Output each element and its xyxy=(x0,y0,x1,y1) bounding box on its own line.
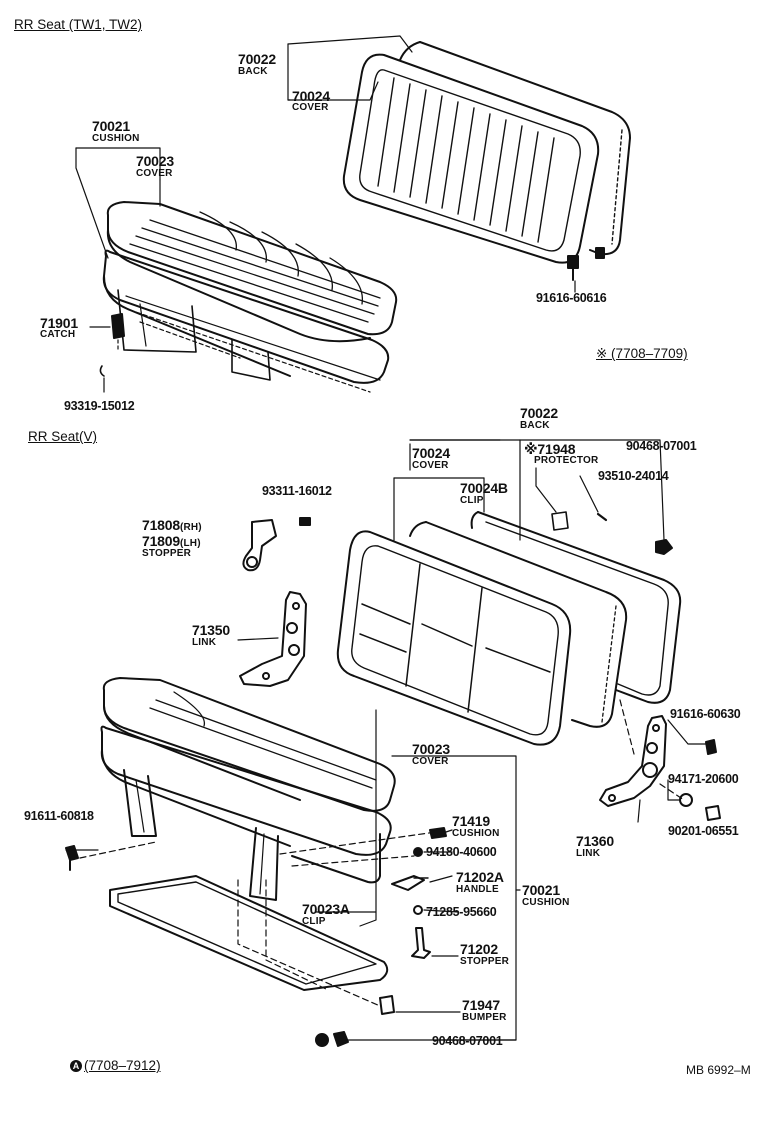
label-link-left-number: 71350 xyxy=(192,622,230,638)
section-title-tw: RR Seat (TW1, TW2) xyxy=(14,17,143,32)
label-nut-90201: 90201-06551 xyxy=(668,824,739,838)
screw-93311-part xyxy=(299,517,311,526)
label-catch-number: 71901 xyxy=(40,315,78,331)
label-cushion-name-v: CUSHION xyxy=(522,897,570,908)
nut-90468-bottom-part xyxy=(315,1031,349,1047)
label-nut-94180: 94180-40600 xyxy=(426,845,497,859)
label-catch-name: CATCH xyxy=(40,329,76,340)
label-clip-b-name: CLIP xyxy=(460,495,484,506)
label-clip-b-number: 70024B xyxy=(460,480,508,496)
label-protector-number: ※71948 xyxy=(524,441,576,457)
label-back-name-tw: BACK xyxy=(238,66,268,77)
cushion-pleats-tw xyxy=(129,219,381,323)
label-cushion-cover-name-tw: COVER xyxy=(136,168,173,179)
label-protector-name: PROTECTOR xyxy=(534,455,599,466)
label-cushion-cover-name-v: COVER xyxy=(412,756,449,767)
label-clip-a-number: 70023A xyxy=(302,901,350,917)
rear-seat-back-frame xyxy=(399,41,631,256)
v-back-clip-frame xyxy=(470,511,682,704)
washer-94171-part xyxy=(679,793,693,807)
label-bolt-91616-60630: 91616-60630 xyxy=(670,707,741,721)
label-nut-90468-bottom: 90468-07001 xyxy=(432,1034,503,1048)
label-bolt-91616-60616: 91616-60616 xyxy=(536,291,607,305)
label-link-right-name: LINK xyxy=(576,848,601,859)
section-title-v: RR Seat(V) xyxy=(28,429,98,444)
catch-71901-part xyxy=(99,313,125,377)
label-stopper-name-v: STOPPER xyxy=(460,956,510,967)
back-cover-pleats xyxy=(377,77,555,243)
label-screw-93319: 93319-15012 xyxy=(64,399,135,413)
label-back-cover-number-v: 70024 xyxy=(412,445,450,461)
rear-seat-cushion-tw xyxy=(102,201,398,393)
assembly-lines xyxy=(79,699,685,1007)
label-back-cover-number-tw: 70024 xyxy=(292,88,330,104)
link-71350-part xyxy=(239,591,307,687)
label-back-number-tw: 70022 xyxy=(238,51,276,67)
nut-90201-part xyxy=(705,805,721,821)
circle-a-mark: A xyxy=(70,1060,82,1073)
link-71360-part xyxy=(599,715,667,807)
v-seat-cushion xyxy=(100,677,396,901)
bolt-91616-60630-part xyxy=(705,739,717,755)
label-nut-90468-top: 90468-07001 xyxy=(626,439,697,453)
label-cushion-number-tw: 70021 xyxy=(92,118,130,134)
label-screw-93510: 93510-24014 xyxy=(598,469,669,483)
label-back-cover-name-tw: COVER xyxy=(292,102,329,113)
label-bumper-number: 71947 xyxy=(462,997,500,1013)
label-back-number-v: 70022 xyxy=(520,405,558,421)
label-cushion-pad-name: CUSHION xyxy=(452,828,500,839)
label-drawing-reference: MB 6992–M xyxy=(686,1063,751,1077)
label-cushion-number-v: 70021 xyxy=(522,882,560,898)
label-cushion-name-tw: CUSHION xyxy=(92,133,140,144)
label-handle-name: HANDLE xyxy=(456,884,499,895)
stopper-71808-part xyxy=(242,519,277,572)
label-cushion-cover-number-v: 70023 xyxy=(412,741,450,757)
label-stopper-rh: 71808(RH) xyxy=(142,517,202,533)
label-link-right-number: 71360 xyxy=(576,833,614,849)
bumper-71947-part xyxy=(379,995,395,1015)
label-screw-93311: 93311-16012 xyxy=(262,484,332,498)
nut-90468-top-part xyxy=(655,539,673,555)
stopper-71202-part xyxy=(411,927,431,959)
label-back-cover-name-v: COVER xyxy=(412,460,449,471)
v-seat-back-frame xyxy=(409,521,628,728)
v-seat-back-cover xyxy=(336,530,572,746)
spring-71285-part xyxy=(413,905,423,915)
label-clip-a-name: CLIP xyxy=(302,916,326,927)
label-code-note-footer: A(7708–7912) xyxy=(70,1059,161,1073)
label-bolt-91611: 91611-60818 xyxy=(24,809,94,823)
label-handle-number: 71202A xyxy=(456,869,504,885)
label-cushion-cover-number-tw: 70023 xyxy=(136,153,174,169)
label-stopper-number-v: 71202 xyxy=(460,941,498,957)
label-stopper-name: STOPPER xyxy=(142,548,192,559)
label-stopper-lh: 71809(LH) xyxy=(142,533,201,549)
label-code-note-tw: ※ (7708–7709) xyxy=(596,346,688,361)
nut-94180-part xyxy=(413,847,423,857)
bolt-91616-60616-part xyxy=(567,247,605,281)
handle-71202A-part xyxy=(391,875,429,891)
bottom-leaders xyxy=(65,439,707,1041)
cushion-71419-part xyxy=(429,827,447,839)
label-back-name-v: BACK xyxy=(520,420,550,431)
label-spring-71285: 71285-95660 xyxy=(426,905,497,919)
v-cushion-clip-frame xyxy=(109,875,389,991)
rear-seat-back-cover xyxy=(342,53,600,264)
label-cushion-pad-number: 71419 xyxy=(452,813,490,829)
label-washer-94171: 94171-20600 xyxy=(668,772,739,786)
label-bumper-name: BUMPER xyxy=(462,1012,507,1023)
protector-71948-part xyxy=(551,511,569,531)
top-leaders xyxy=(75,35,576,393)
label-link-left-name: LINK xyxy=(192,637,217,648)
